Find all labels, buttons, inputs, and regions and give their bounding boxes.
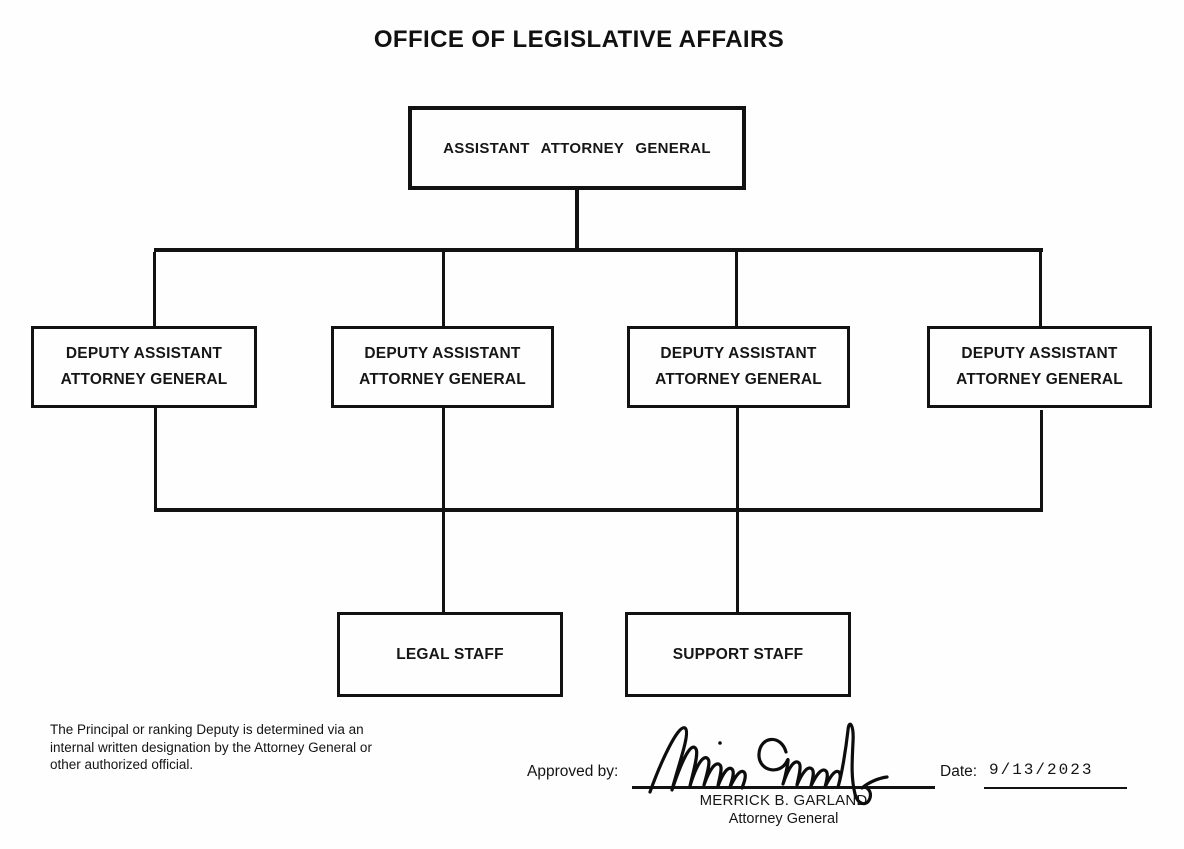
signer-title: Attorney General xyxy=(728,811,839,827)
connector-deputy-4-down xyxy=(1040,410,1043,510)
footnote-line-3: other authorized official. xyxy=(50,757,194,772)
footnote-line-2: internal written designation by the Atto… xyxy=(50,739,372,755)
signer-name: MERRICK B. GARLAND xyxy=(699,792,868,809)
connector-deputy-1-down xyxy=(154,408,157,510)
date-line xyxy=(984,787,1127,789)
box-legal-staff: LEGAL STAFF xyxy=(337,612,563,697)
deputy-1-label-line2: ATTORNEY GENERAL xyxy=(60,371,228,388)
signature-line xyxy=(632,786,935,789)
page-title: OFFICE OF LEGISLATIVE AFFAIRS xyxy=(373,26,785,53)
deputy-2-label-line2: ATTORNEY GENERAL xyxy=(359,371,526,388)
connector-drop-deputy-3 xyxy=(735,252,738,326)
deputy-3-label-line2: ATTORNEY GENERAL xyxy=(655,371,822,388)
signature-merrick-garland-icon xyxy=(648,722,889,806)
connector-root-stem xyxy=(575,190,579,250)
legal-staff-label: LEGAL STAFF xyxy=(396,645,504,663)
support-staff-label: SUPPORT STAFF xyxy=(672,645,804,663)
connector-bottom-rail xyxy=(154,508,1043,512)
box-support-staff: SUPPORT STAFF xyxy=(625,612,851,697)
date-label: Date: xyxy=(940,763,978,780)
deputy-4-label-line2: ATTORNEY GENERAL xyxy=(956,371,1123,388)
box-deputy-assistant-attorney-general-1: DEPUTY ASSISTANT ATTORNEY GENERAL xyxy=(31,326,257,408)
footnote-line-1: The Principal or ranking Deputy is deter… xyxy=(50,722,364,737)
box-deputy-assistant-attorney-general-3: DEPUTY ASSISTANT ATTORNEY GENERAL xyxy=(627,326,850,408)
deputy-2-label-line1: DEPUTY ASSISTANT xyxy=(364,345,521,362)
date-value: 9/13/2023 xyxy=(989,761,1094,779)
signature-name-block: MERRICK B. GARLAND Attorney General xyxy=(632,792,935,827)
box-deputy-assistant-attorney-general-4: DEPUTY ASSISTANT ATTORNEY GENERAL xyxy=(927,326,1152,408)
connector-drop-deputy-4 xyxy=(1039,252,1042,326)
box-assistant-attorney-general: ASSISTANT ATTORNEY GENERAL xyxy=(408,106,746,190)
connector-drop-deputy-2 xyxy=(442,252,445,326)
deputy-3-label-line1: DEPUTY ASSISTANT xyxy=(660,345,817,362)
box-deputy-assistant-attorney-general-2: DEPUTY ASSISTANT ATTORNEY GENERAL xyxy=(331,326,554,408)
deputy-1-label-line1: DEPUTY ASSISTANT xyxy=(65,345,223,362)
box-assistant-attorney-general-label: ASSISTANT ATTORNEY GENERAL xyxy=(443,139,711,157)
footnote: The Principal or ranking Deputy is deter… xyxy=(50,721,460,774)
connector-top-rail xyxy=(154,248,1043,252)
approved-by-label: Approved by: xyxy=(527,763,619,780)
deputy-4-label-line1: DEPUTY ASSISTANT xyxy=(961,345,1118,362)
connector-drop-deputy-1 xyxy=(153,252,156,326)
